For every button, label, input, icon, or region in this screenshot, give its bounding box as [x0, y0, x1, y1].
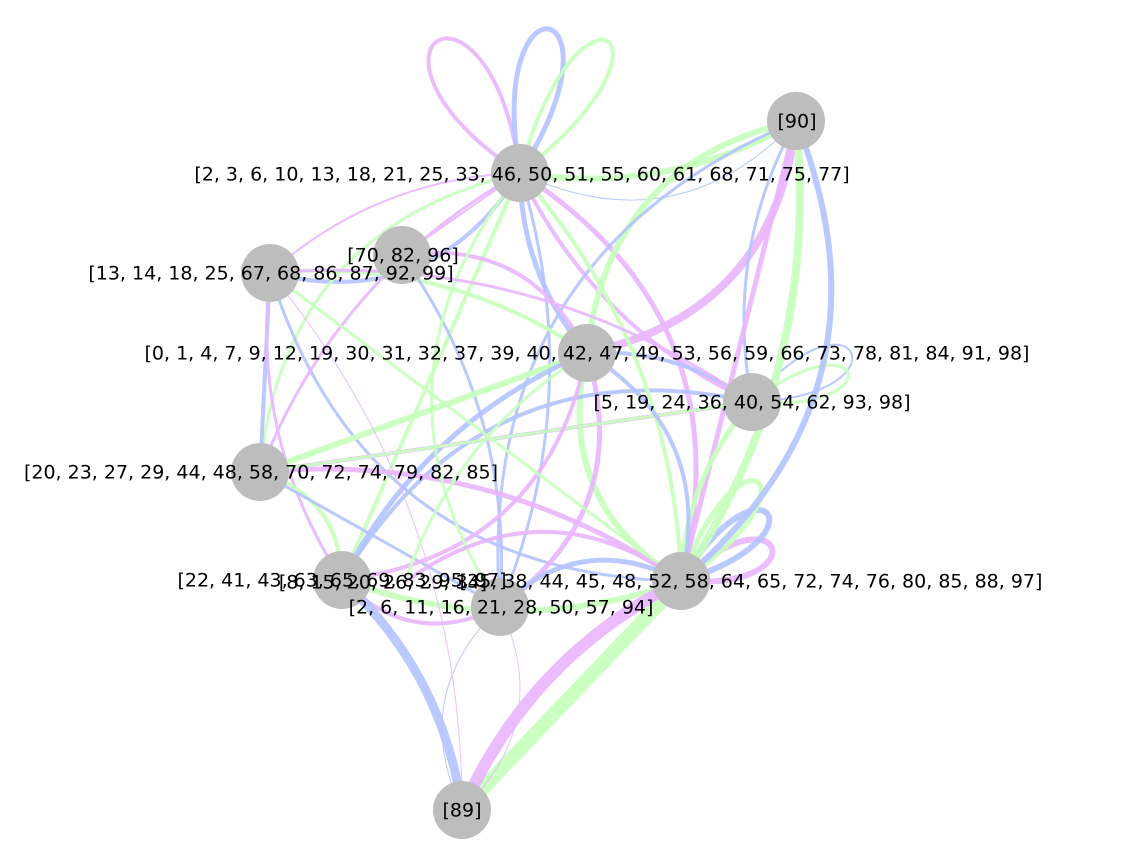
edge-n67-to-n65	[265, 271, 344, 582]
edge-n48-to-n90	[677, 117, 804, 585]
edge-n82-to-n21	[400, 253, 504, 609]
node-n46[interactable]	[491, 144, 549, 202]
edge-n46-to-n46	[426, 36, 522, 175]
node-label-n48: [35, 38, 44, 45, 48, 52, 58, 64, 65, 72,…	[460, 571, 1043, 593]
edge-n58-to-n54	[258, 400, 754, 474]
edge-n21-to-n89	[441, 606, 501, 811]
edge-n46-to-n46	[518, 37, 615, 175]
node-label-n90: [90]	[777, 111, 816, 133]
node-n54[interactable]	[723, 373, 781, 431]
edge-n46-to-n90	[519, 120, 797, 201]
edge-n65-to-n42	[340, 351, 589, 582]
node-label-n58: [20, 23, 27, 29, 44, 48, 58, 70, 72, 74,…	[24, 462, 498, 484]
edge-n48-to-n90	[678, 118, 835, 584]
edge-n58-to-n46	[258, 171, 522, 474]
edge-n58-to-n48	[257, 466, 684, 584]
edge-n67-to-n46	[269, 172, 521, 274]
edge-n46-to-n90	[517, 118, 799, 182]
edge-n48-to-n48	[678, 478, 764, 584]
node-n89[interactable]	[433, 781, 491, 839]
edge-n42-to-n90	[583, 117, 800, 357]
node-n21[interactable]	[471, 578, 529, 636]
node-label-n21: [2, 6, 11, 16, 21, 28, 50, 57, 94]	[349, 597, 654, 619]
edge-n67-to-n48	[268, 271, 683, 583]
edge-n82-to-n42	[400, 250, 589, 355]
edge-n54-to-n90	[742, 119, 798, 404]
node-label-n26: [8, 15, 20, 26, 29, 34]	[279, 572, 487, 594]
edge-n67-to-n89	[269, 272, 463, 811]
edge-n54-to-n54	[751, 343, 854, 403]
edge-n26-to-n48	[403, 529, 683, 584]
edge-n48-to-n90	[678, 118, 799, 584]
edge-n54-to-n65	[340, 388, 754, 582]
edge-n26-to-n42	[403, 351, 589, 584]
node-n58[interactable]	[231, 443, 289, 501]
edge-n54-to-n54	[750, 363, 850, 405]
node-label-n46: [2, 3, 6, 10, 13, 18, 21, 25, 33, 46, 50…	[194, 164, 849, 186]
node-n48[interactable]	[652, 552, 710, 610]
node-n67[interactable]	[241, 244, 299, 302]
node-label-n42: [0, 1, 4, 7, 9, 12, 19, 30, 31, 32, 37, …	[145, 343, 1030, 365]
edge-n58-to-n21	[258, 470, 502, 609]
edge-n48-to-n46	[518, 171, 683, 583]
edge-n42-to-n58	[257, 350, 590, 475]
node-n82[interactable]	[373, 226, 431, 284]
node-n42[interactable]	[558, 324, 616, 382]
edge-n65-to-n89	[337, 575, 467, 815]
node-label-n54: [5, 19, 24, 36, 40, 54, 62, 93, 98]	[594, 392, 911, 414]
node-n65[interactable]	[313, 551, 371, 609]
node-label-n82: [70, 82, 96]	[347, 245, 459, 267]
edge-n46-to-n54	[518, 171, 754, 404]
edge-n48-to-n67	[268, 271, 683, 583]
edge-n48-to-n42	[585, 351, 691, 583]
edge-n21-to-n89	[461, 606, 521, 811]
edge-n46-to-n21	[498, 171, 552, 609]
edge-n48-to-n48	[678, 507, 773, 584]
edge-n48-to-n89	[456, 575, 687, 816]
edge-n48-to-n89	[455, 574, 688, 817]
node-n90[interactable]	[767, 92, 825, 150]
nodes-layer	[231, 92, 825, 839]
edges-layer	[257, 26, 854, 817]
node-label-n67: [13, 14, 18, 25, 67, 68, 86, 87, 92, 99]	[88, 263, 453, 285]
edge-n46-to-n58	[258, 171, 522, 474]
edge-n46-to-n46	[511, 26, 566, 176]
node-label-n89: [89]	[442, 800, 481, 822]
edge-n42-to-n90	[584, 118, 799, 356]
node-label-n65: [22, 41, 43, 63, 65, 69, 83, 95, 97]	[177, 570, 506, 592]
labels-layer: [2, 3, 6, 10, 13, 18, 21, 25, 33, 46, 50…	[24, 111, 1042, 822]
edge-n54-to-n67	[268, 268, 754, 404]
